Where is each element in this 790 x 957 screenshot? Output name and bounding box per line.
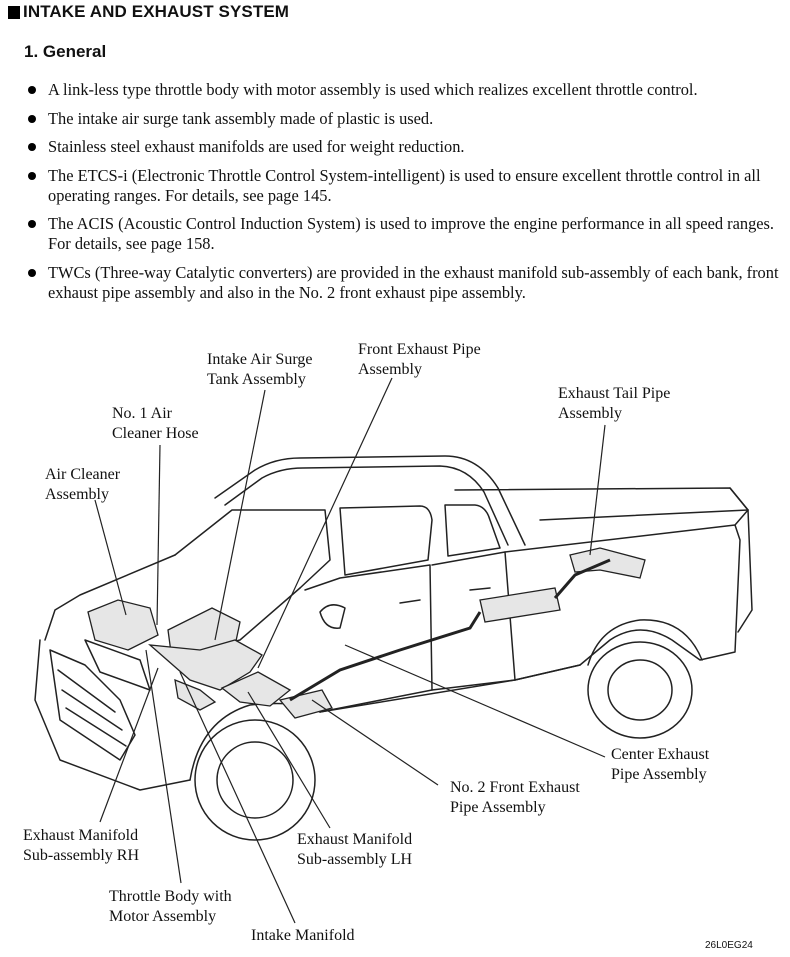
- label-line: Assembly: [358, 360, 422, 378]
- front-window: [339, 505, 433, 576]
- label-line: Cleaner Hose: [112, 424, 199, 442]
- leader-intake-manifold: [179, 671, 296, 924]
- label-line: Intake Air Surge: [207, 351, 313, 368]
- leader-throttle-body: [145, 649, 182, 884]
- label-exhaust-manifold-rh: Exhaust Manifold Sub-assembly RH: [23, 826, 139, 865]
- label-intake-surge-tank: Intake Air Surge Tank Assembly: [207, 350, 312, 389]
- front-door: [304, 564, 433, 713]
- exhaust-manifold-rh: [174, 678, 217, 711]
- label-line: Motor Assembly: [109, 907, 217, 925]
- label-throttle-body: Throttle Body with Motor Assembly: [109, 887, 232, 926]
- bullet-text: The intake air surge tank assembly made …: [48, 108, 434, 128]
- rear-wheel: [587, 641, 693, 739]
- label-line: Exhaust Manifold: [23, 827, 139, 844]
- leader-front-exhaust-pipe: [257, 377, 393, 669]
- label-line: Assembly: [45, 485, 109, 503]
- leader-exhaust-manifold-lh: [247, 691, 331, 829]
- label-intake-manifold: Intake Manifold: [251, 926, 355, 946]
- bullet-text: The ACIS (Acoustic Control Induction Sys…: [48, 214, 775, 253]
- rear-wheel-arch: [587, 619, 703, 666]
- side-mirror: [319, 604, 346, 629]
- bullet-icon: [28, 171, 36, 180]
- grille: [49, 649, 136, 761]
- air-cleaner-box: [87, 599, 159, 651]
- bullet-item: A link-less type throttle body with moto…: [28, 80, 784, 100]
- front-bumper: [34, 639, 191, 791]
- label-line: Center Exhaust: [611, 746, 710, 763]
- figure-code: 26L0EG24: [705, 940, 753, 951]
- label-line: No. 1 Air: [112, 405, 172, 422]
- front-wheel: [194, 719, 316, 841]
- label-exhaust-tail-pipe: Exhaust Tail Pipe Assembly: [558, 384, 670, 423]
- leader-no2-front-exhaust-pipe: [311, 699, 439, 786]
- leader-intake-surge-tank: [214, 389, 266, 641]
- leader-exhaust-tail-pipe: [589, 424, 606, 556]
- label-no2-front-exhaust-pipe: No. 2 Front Exhaust Pipe Assembly: [450, 778, 580, 817]
- rear-wheel-inner: [607, 659, 673, 721]
- label-line: Pipe Assembly: [611, 765, 707, 783]
- rocker-panel: [319, 664, 581, 713]
- label-line: Pipe Assembly: [450, 798, 546, 816]
- bullet-text: Stainless steel exhaust manifolds are us…: [48, 137, 465, 156]
- section-title-text: INTAKE AND EXHAUST SYSTEM: [23, 2, 290, 21]
- bullet-item: TWCs (Three-way Catalytic converters) ar…: [28, 263, 784, 303]
- leader-air-cleaner: [94, 499, 127, 616]
- grille-bars: [57, 669, 127, 747]
- label-center-exhaust-pipe: Center Exhaust Pipe Assembly: [611, 745, 709, 784]
- label-air-cleaner: Air Cleaner Assembly: [45, 465, 120, 504]
- label-line: No. 2 Front Exhaust: [450, 779, 580, 796]
- bullet-item: Stainless steel exhaust manifolds are us…: [28, 137, 784, 157]
- bed-top-side: [454, 487, 749, 521]
- subsection-title: 1. General: [24, 42, 107, 61]
- label-line: Tank Assembly: [207, 370, 306, 388]
- label-exhaust-manifold-lh: Exhaust Manifold Sub-assembly LH: [297, 830, 412, 869]
- label-line: Assembly: [558, 404, 622, 422]
- label-line: Sub-assembly LH: [297, 850, 413, 868]
- truck-exhaust-illustration: [34, 377, 753, 924]
- front-pipe-cat: [278, 689, 333, 719]
- bullet-item: The ACIS (Acoustic Control Induction Sys…: [28, 214, 784, 254]
- rear-window: [444, 504, 501, 557]
- label-line: Throttle Body with: [109, 888, 232, 905]
- bullet-text: A link-less type throttle body with moto…: [48, 80, 698, 99]
- bullet-icon: [28, 114, 36, 123]
- muffler: [479, 587, 561, 623]
- cab-roof-inner: [224, 465, 509, 546]
- center-exhaust-pipe: [289, 611, 482, 702]
- leader-center-exhaust-pipe: [344, 644, 606, 758]
- bullet-icon: [28, 220, 36, 228]
- bullet-text: The ETCS-i (Electronic Throttle Control …: [48, 165, 761, 205]
- headlight: [84, 639, 151, 691]
- cab-outline: [214, 455, 526, 546]
- label-line: Exhaust Tail Pipe: [558, 385, 671, 402]
- section-title: INTAKE AND EXHAUST SYSTEM: [8, 2, 289, 22]
- windshield: [174, 509, 331, 589]
- section-marker-icon: [8, 5, 20, 19]
- bullet-item: The intake air surge tank assembly made …: [28, 109, 784, 129]
- engine-block: [148, 639, 263, 691]
- bullet-icon: [28, 268, 36, 277]
- tailgate: [729, 487, 753, 633]
- label-front-exhaust-pipe: Front Exhaust Pipe Assembly: [358, 340, 481, 379]
- exhaust-manifold-lh: [220, 671, 292, 707]
- bullet-item: The ETCS-i (Electronic Throttle Control …: [28, 166, 784, 206]
- bullet-list: A link-less type throttle body with moto…: [28, 80, 784, 311]
- label-no1-air-cleaner-hose: No. 1 Air Cleaner Hose: [112, 404, 199, 443]
- door-handle: [399, 587, 491, 604]
- front-wheel-inner: [216, 741, 294, 819]
- leader-exhaust-manifold-rh: [99, 667, 159, 823]
- tail-exhaust-pipe: [553, 558, 611, 599]
- bed-side: [514, 524, 741, 681]
- label-line: Sub-assembly RH: [23, 846, 139, 864]
- label-line: Exhaust Manifold: [297, 831, 413, 848]
- label-line: Front Exhaust Pipe: [358, 341, 481, 358]
- label-line: Air Cleaner: [45, 466, 121, 483]
- leader-no1-air-cleaner-hose: [156, 444, 161, 626]
- hood: [44, 554, 176, 641]
- label-line: Intake Manifold: [251, 927, 355, 944]
- bullet-icon: [28, 143, 36, 151]
- bullet-text: TWCs (Three-way Catalytic converters) ar…: [48, 262, 779, 302]
- bullet-icon: [28, 86, 36, 94]
